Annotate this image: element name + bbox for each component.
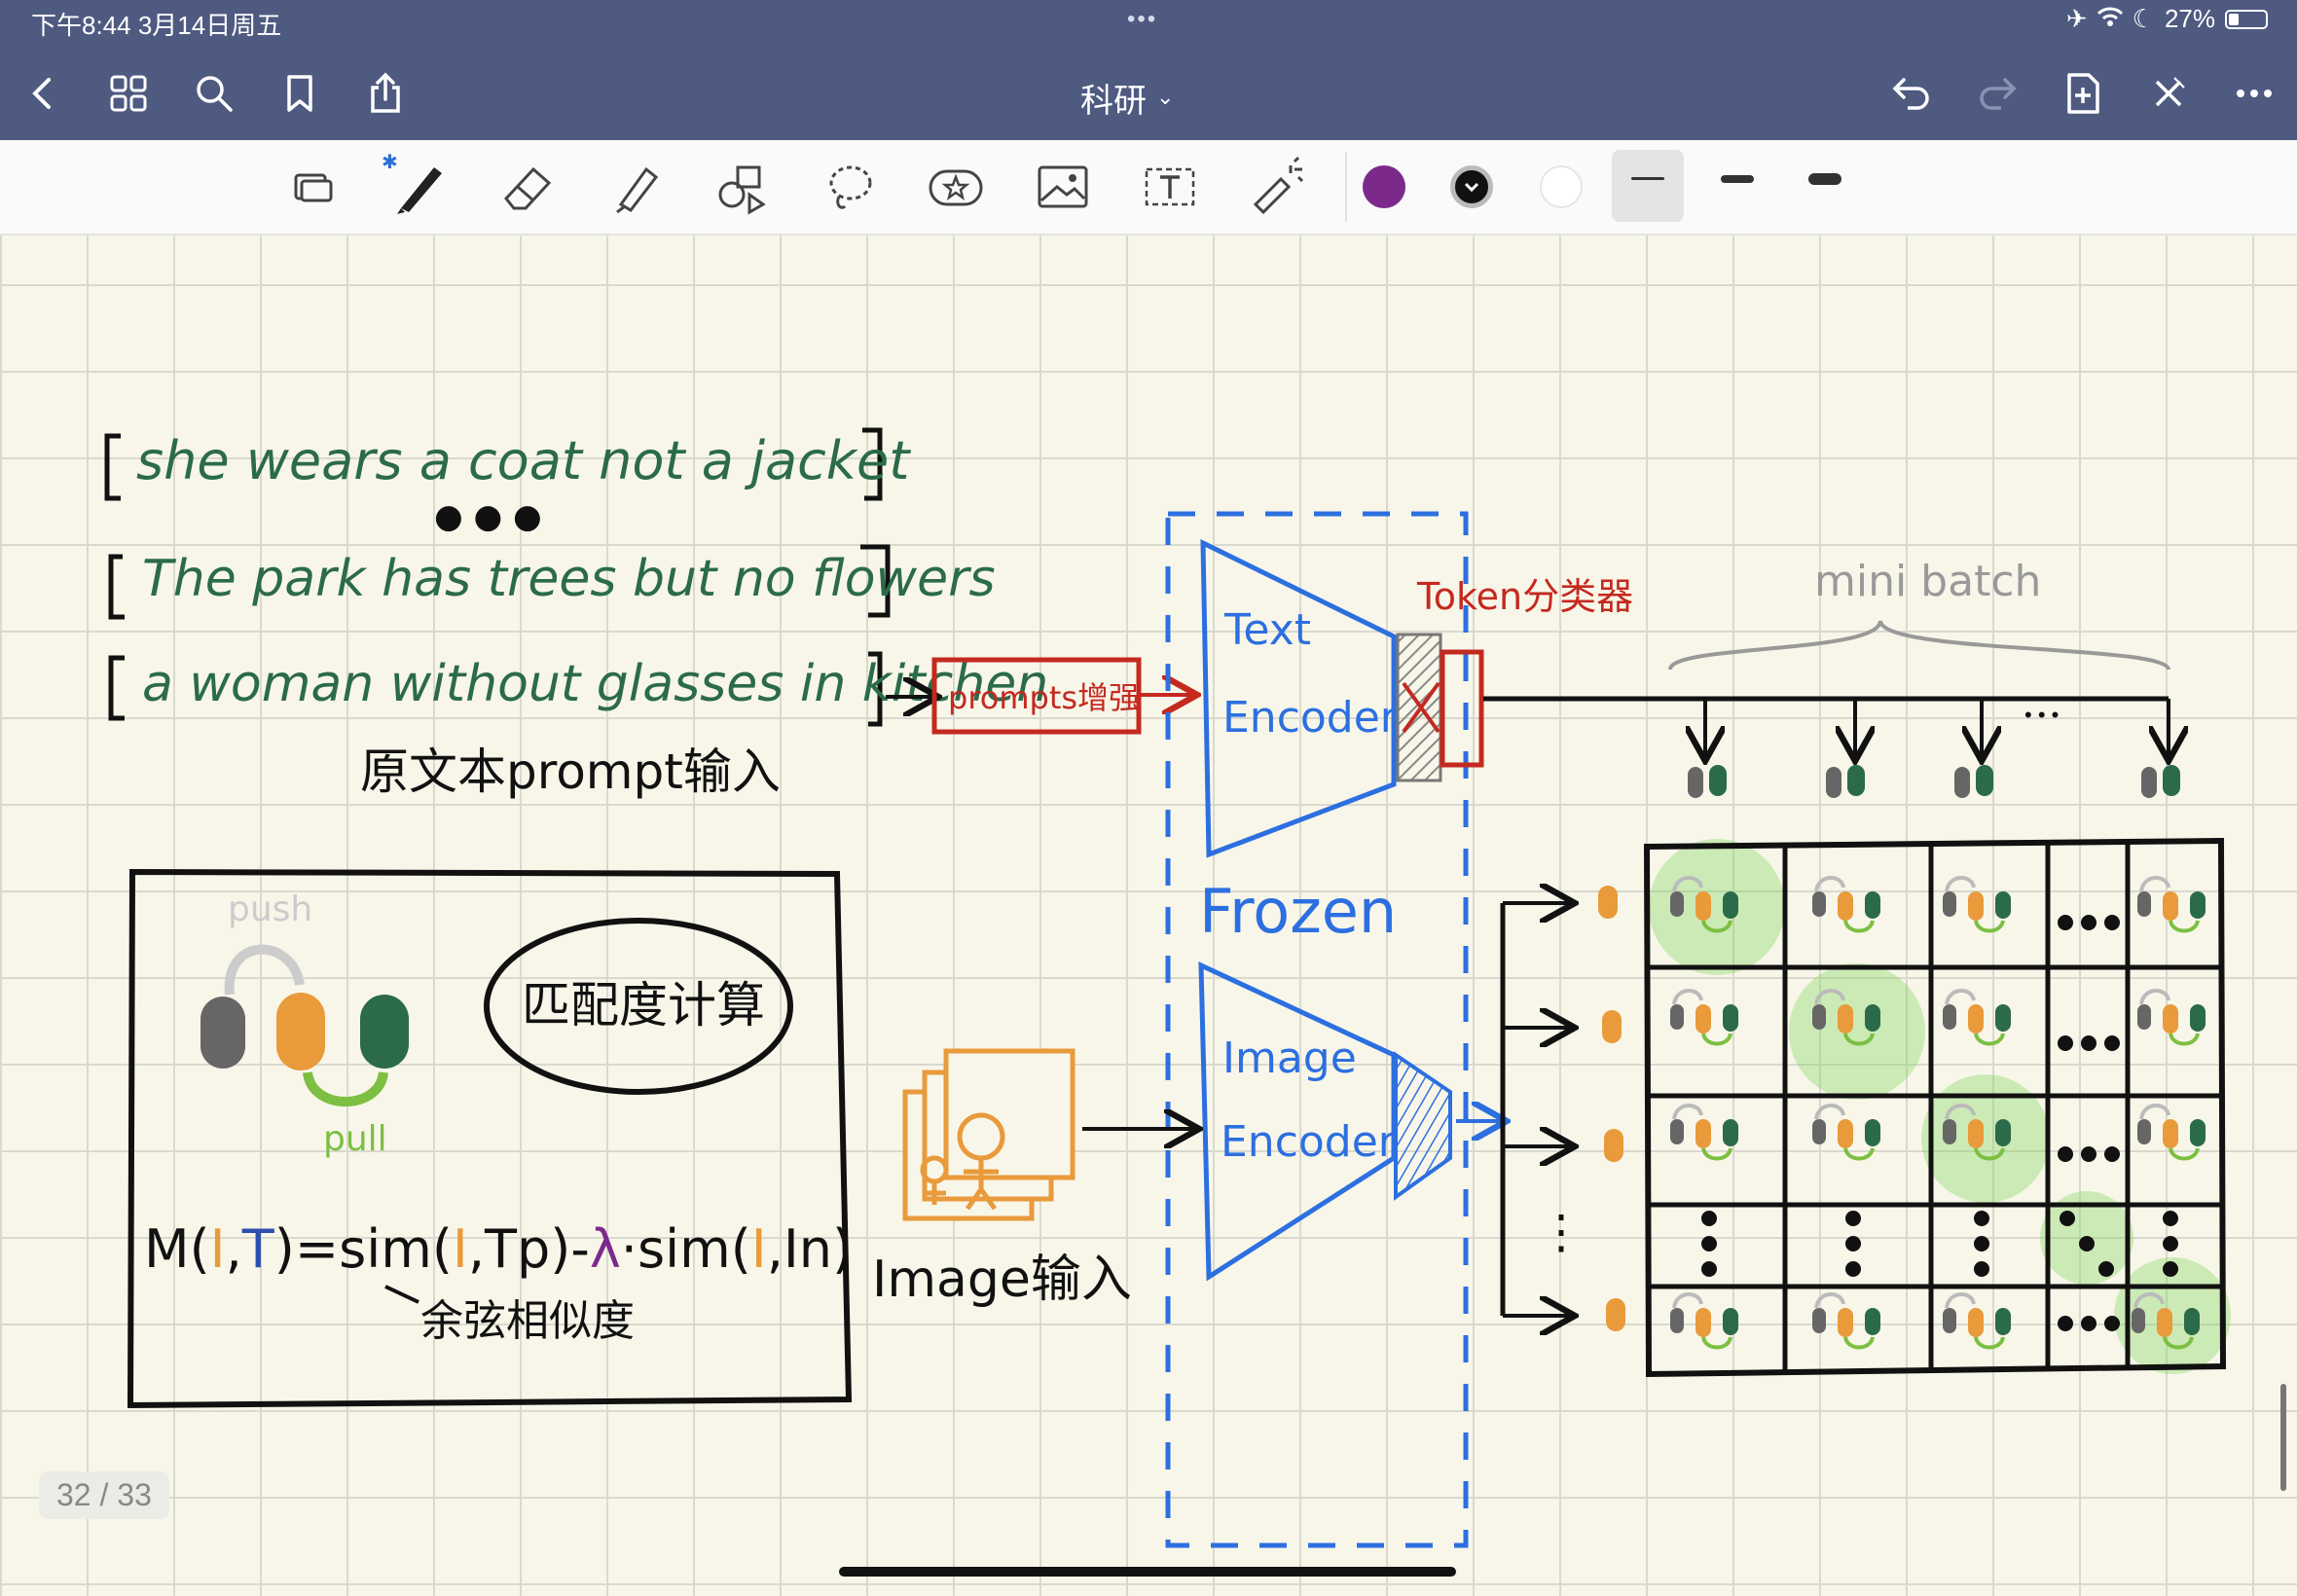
more-icon[interactable] [2231, 70, 2278, 117]
close-pen-icon[interactable] [2145, 70, 2192, 117]
pull-label: pull [323, 1119, 387, 1159]
push-label: push [228, 889, 312, 929]
moon-icon: ☾ [2132, 4, 2155, 33]
note-canvas[interactable]: she wears a coat not a jacket ● ● ● The … [0, 236, 2297, 1596]
image-input-label: Image输入 [872, 1251, 1132, 1309]
wifi-icon [2096, 4, 2123, 34]
formula-i-2: I [453, 1218, 468, 1280]
grid-icon[interactable] [105, 70, 152, 117]
frozen-region [1165, 511, 1469, 1548]
ellipsis-dots: ● ● ● [434, 497, 542, 536]
lasso-icon[interactable] [818, 156, 880, 218]
image-icon[interactable] [1032, 156, 1094, 218]
formula-tp: ,Tp)- [468, 1218, 590, 1280]
formula-eq: )=sim( [274, 1218, 453, 1280]
bookmark-icon[interactable] [276, 70, 323, 117]
scrollbar-thumb[interactable] [2280, 1384, 2286, 1491]
formula-m: M( [144, 1218, 210, 1280]
airplane-icon: ✈ [2065, 4, 2088, 33]
formula-i-3: I [751, 1218, 767, 1280]
color-swatch-purple[interactable] [1363, 165, 1405, 208]
status-bar: 下午8:44 3月14日周五 ••• ✈ ☾ 27% [0, 0, 2297, 47]
handwriting-layer: she wears a coat not a jacket ● ● ● The … [104, 427, 2231, 1548]
image-encoder-label-2: Encoder [1221, 1117, 1397, 1167]
search-icon[interactable] [191, 70, 237, 117]
image-stack-icon [902, 1048, 1076, 1221]
home-indicator[interactable] [839, 1567, 1456, 1577]
document-title-text[interactable]: 科研 [1080, 82, 1147, 121]
eraser-icon[interactable] [496, 156, 559, 218]
stroke-width-thin[interactable] [1631, 177, 1664, 180]
sentence-3: a woman without glasses in kitchen [142, 655, 1048, 713]
formula-lambda: λ [590, 1218, 621, 1280]
pen-icon[interactable] [389, 156, 452, 218]
formula-comma: , [226, 1218, 242, 1280]
prompt-box-label: prompts增强 [948, 679, 1140, 716]
multitask-dots[interactable]: ••• [1127, 6, 1158, 32]
battery-level [2229, 13, 2239, 25]
match-calc-label: 匹配度计算 [522, 977, 765, 1034]
document-title[interactable]: 科研 ⌄ [1080, 74, 1174, 122]
token-classifier-label: Token分类器 [1416, 575, 1633, 618]
battery-percent: 27% [2164, 4, 2215, 33]
formula-t: T [241, 1218, 275, 1280]
batch-tokens [1688, 765, 2180, 798]
status-time: 下午8:44 3月14日周五 [31, 11, 282, 40]
share-icon[interactable] [362, 70, 409, 117]
explanation-box [127, 868, 853, 1409]
sentence-1: she wears a coat not a jacket [136, 430, 911, 491]
back-icon[interactable] [19, 70, 66, 117]
color-swatch-white[interactable] [1540, 165, 1583, 208]
redo-icon[interactable] [1974, 70, 2021, 117]
nav-bar: 科研 ⌄ [0, 47, 2297, 140]
chevron-down-icon [1464, 182, 1479, 193]
pen-settings-icon[interactable] [282, 156, 345, 218]
mini-batch-dots: • • • [2024, 703, 2059, 727]
text-encoder-shape [1200, 538, 1397, 858]
image-encoder-label-1: Image [1222, 1034, 1357, 1083]
drawing-toolbar: ✱ [0, 140, 2297, 236]
color-swatch-black[interactable] [1450, 165, 1493, 208]
battery-icon [2225, 9, 2268, 29]
undo-icon[interactable] [1888, 70, 1935, 117]
sentence-brackets [104, 427, 891, 727]
text-encoder-label-1: Text [1223, 605, 1311, 655]
shapes-icon[interactable] [711, 156, 773, 218]
page-counter: 32 / 33 [39, 1471, 169, 1519]
similarity-matrix [1643, 837, 2231, 1378]
token-classifier-box [1440, 649, 1484, 768]
stroke-width-medium[interactable] [1721, 175, 1754, 183]
sentence-2: The park has trees but no flowers [142, 550, 996, 608]
bluetooth-icon: ✱ [382, 152, 398, 173]
formula-i-1: I [210, 1218, 226, 1280]
laser-pointer-icon[interactable] [1246, 156, 1308, 218]
chevron-down-icon[interactable]: ⌄ [1156, 86, 1175, 110]
formula-sim2: ·sim( [621, 1218, 751, 1280]
frozen-label: Frozen [1199, 876, 1397, 947]
text-encoder-label-2: Encoder [1222, 693, 1399, 743]
stroke-width-thin-selected[interactable] [1612, 150, 1684, 222]
text-box-icon[interactable] [1139, 156, 1201, 218]
status-right: ✈ ☾ 27% [2066, 4, 2268, 34]
stroke-width-thick[interactable] [1808, 173, 1841, 185]
sticker-icon[interactable] [925, 156, 987, 218]
mini-batch-label: mini batch [1814, 557, 2041, 606]
row-vertical-dots: ⋮ [1538, 1207, 1585, 1258]
prompt-box [931, 657, 1142, 735]
add-page-icon[interactable] [2060, 70, 2106, 117]
match-calc-ellipse [484, 918, 793, 1095]
caption-original-prompt: 原文本prompt输入 [360, 744, 781, 800]
cosine-similarity-label: 余弦相似度 [420, 1296, 635, 1346]
formula-in: ,In) [767, 1218, 853, 1280]
similarity-formula: M(I,T)=sim(I,Tp)-λ·sim(I,In) [144, 1218, 853, 1280]
highlighter-icon[interactable] [603, 156, 666, 218]
